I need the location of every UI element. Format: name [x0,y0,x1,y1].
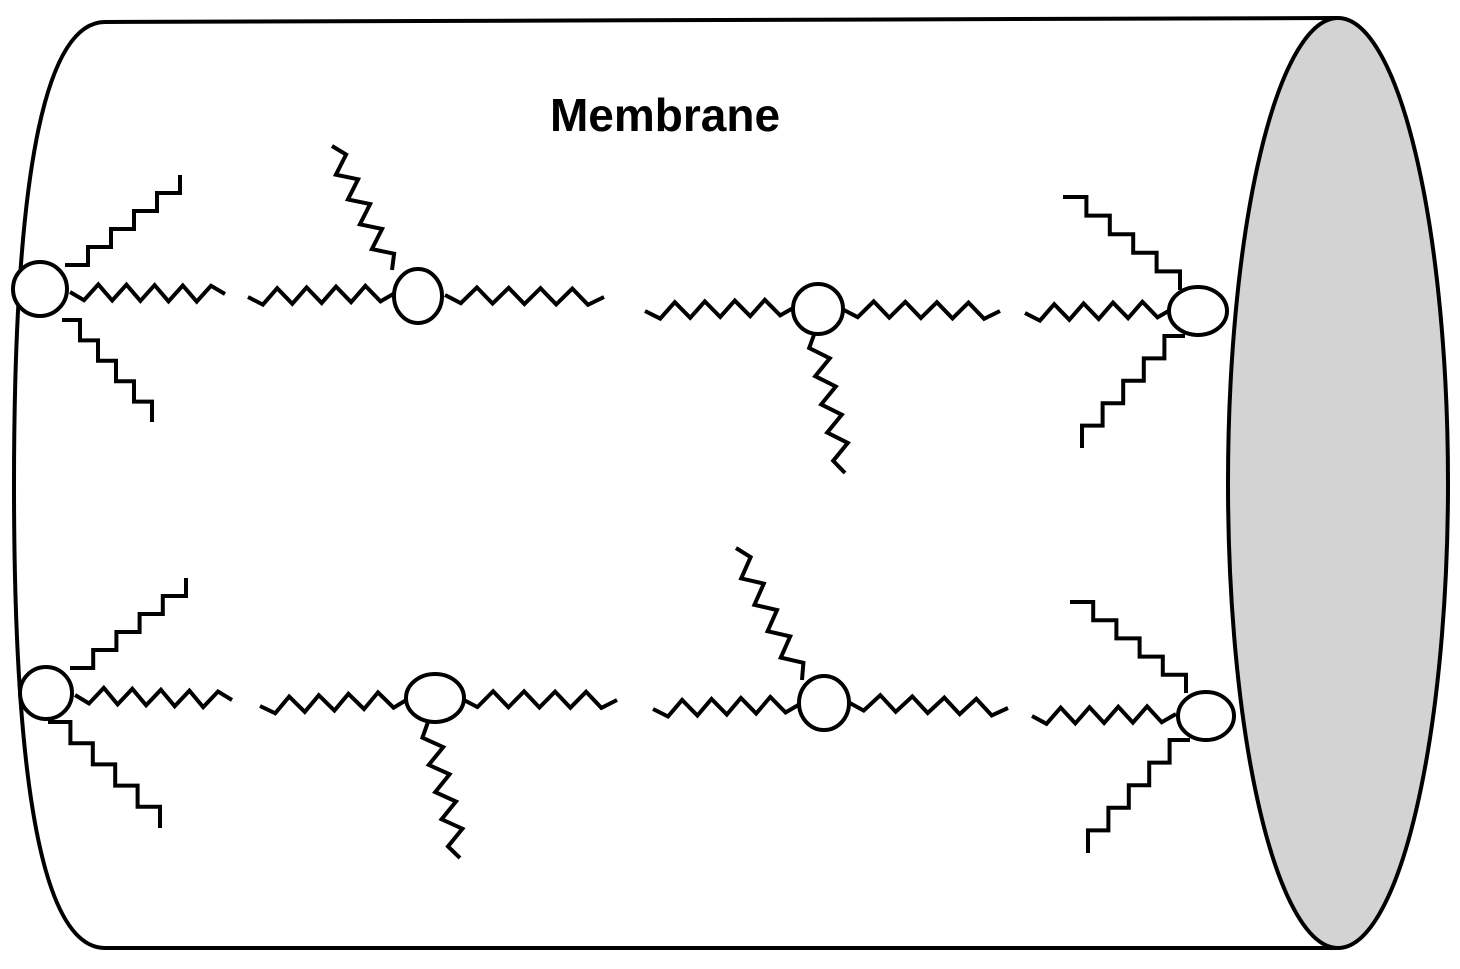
lipid-tail [70,578,188,670]
lipid-tail [652,694,802,719]
lipid-tail [62,318,154,422]
lipid-tail [1080,334,1185,448]
lipid-tail [1086,738,1190,853]
lipid-tail [419,721,466,860]
cylinder-body [12,16,1340,950]
lipid-tail [1070,600,1188,693]
lipid-tail [461,688,618,711]
lipid-tail [444,284,605,308]
lipid-head [392,267,444,325]
lipid-tail [48,720,162,828]
cylinder-end-face [1226,16,1450,950]
lipid-head [11,260,69,318]
lipid-tail [1063,195,1182,290]
lipid-tail [644,296,796,322]
lipid-head [404,672,466,724]
lipid-head [791,282,845,336]
lipid-tail [259,689,410,716]
lipid-tail [841,298,1001,322]
lipid-tail [247,282,397,308]
lipid-molecules [11,144,1236,860]
lipid-tail [73,684,234,711]
lipid-tail [1031,703,1177,727]
lipid-tail [330,144,397,271]
lipid-head [18,665,74,721]
lipid-head [1167,285,1229,337]
lipid-tail [1024,298,1174,324]
lipid-tail [847,692,1009,718]
lipid-tail [68,281,227,305]
lipid-head [797,674,851,732]
lipid-tail [806,331,851,475]
lipid-head [1176,690,1236,742]
lipid-tail [65,175,182,267]
lipid-tail [734,546,806,681]
membrane-label: Membrane [549,89,781,141]
